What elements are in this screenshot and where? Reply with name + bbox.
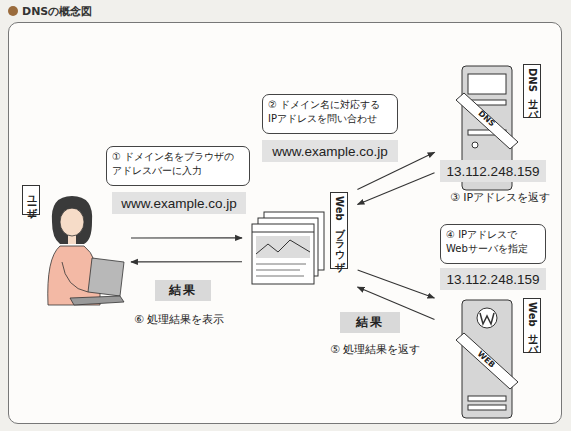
browser-text-line — [256, 270, 300, 271]
domain-text: www.example.co.jp — [272, 144, 388, 159]
ip-box: 13.112.248.159 — [440, 268, 546, 290]
web-logo — [477, 308, 497, 328]
user-label: ユーザー — [22, 185, 40, 215]
domain-text: www.example.co.jp — [121, 196, 237, 211]
dns-server: DNSサーバ — [440, 60, 548, 175]
flow-arrow — [131, 261, 242, 262]
diagram-title: DNSの概念図 — [22, 4, 92, 19]
dns-server-panel — [468, 74, 506, 94]
title-bullet — [8, 6, 18, 16]
browser-image-line — [256, 240, 310, 254]
flow-arrow — [358, 173, 435, 205]
web-server-body — [462, 300, 512, 418]
user-hair — [52, 196, 92, 244]
user-arm — [62, 262, 88, 292]
user: ユーザー — [22, 180, 125, 310]
server-label: Webサーバ — [523, 298, 541, 353]
browser-label: Webブラウザ — [330, 192, 348, 269]
user-face — [60, 208, 84, 236]
domain-box: www.example.co.jp — [262, 140, 398, 162]
browser-text-line — [256, 276, 304, 277]
browser-image — [256, 236, 310, 258]
result-box: 結果 — [155, 280, 211, 301]
web-browser: Webブラウザ — [248, 188, 352, 292]
step-note: ⑤ 処理結果を返す — [330, 342, 420, 357]
ip-box: 13.112.248.159 — [440, 160, 546, 182]
result-box: 結果 — [340, 312, 400, 333]
web-sash — [456, 333, 518, 389]
web-server-slot — [468, 396, 506, 401]
server-label: DNSサーバ — [523, 64, 541, 118]
browser-page — [252, 224, 314, 284]
title-row: DNSの概念図 — [8, 3, 92, 19]
step-note: ③ IPアドレスを返す — [450, 190, 550, 205]
web-server: Webサーバ — [440, 292, 548, 420]
ip-text: 13.112.248.159 — [447, 164, 540, 179]
result-text: 結果 — [169, 282, 197, 299]
web-server-slot — [468, 405, 506, 410]
dns-server-button — [472, 142, 478, 148]
browser-text-line — [256, 264, 306, 265]
step-callout: ② ドメイン名に対応する IPアドレスを問い合わせ — [262, 94, 398, 134]
callout-text: ④ IPアドレスで Webサーバを指定 — [446, 228, 540, 256]
step-note: ⑥ 処理結果を表示 — [134, 312, 224, 327]
web-logo-mark — [480, 313, 494, 324]
laptop-screen — [88, 258, 124, 296]
step-callout: ① ドメイン名をブラウザの アドレスバーに入力 — [106, 146, 250, 186]
browser-bar — [252, 232, 314, 233]
flow-arrow — [131, 237, 242, 238]
callout-text: ① ドメイン名をブラウザの アドレスバーに入力 — [112, 150, 244, 178]
laptop-base — [70, 296, 124, 305]
ip-text: 13.112.248.159 — [447, 272, 540, 287]
domain-box: www.example.co.jp — [112, 192, 246, 214]
result-text: 結果 — [356, 314, 384, 331]
dns-sash — [456, 93, 518, 149]
flow-arrow — [358, 270, 435, 298]
callout-text: ② ドメイン名に対応する IPアドレスを問い合わせ — [268, 98, 392, 126]
user-bangs — [59, 205, 86, 216]
step-callout: ④ IPアドレスで Webサーバを指定 — [440, 224, 546, 264]
